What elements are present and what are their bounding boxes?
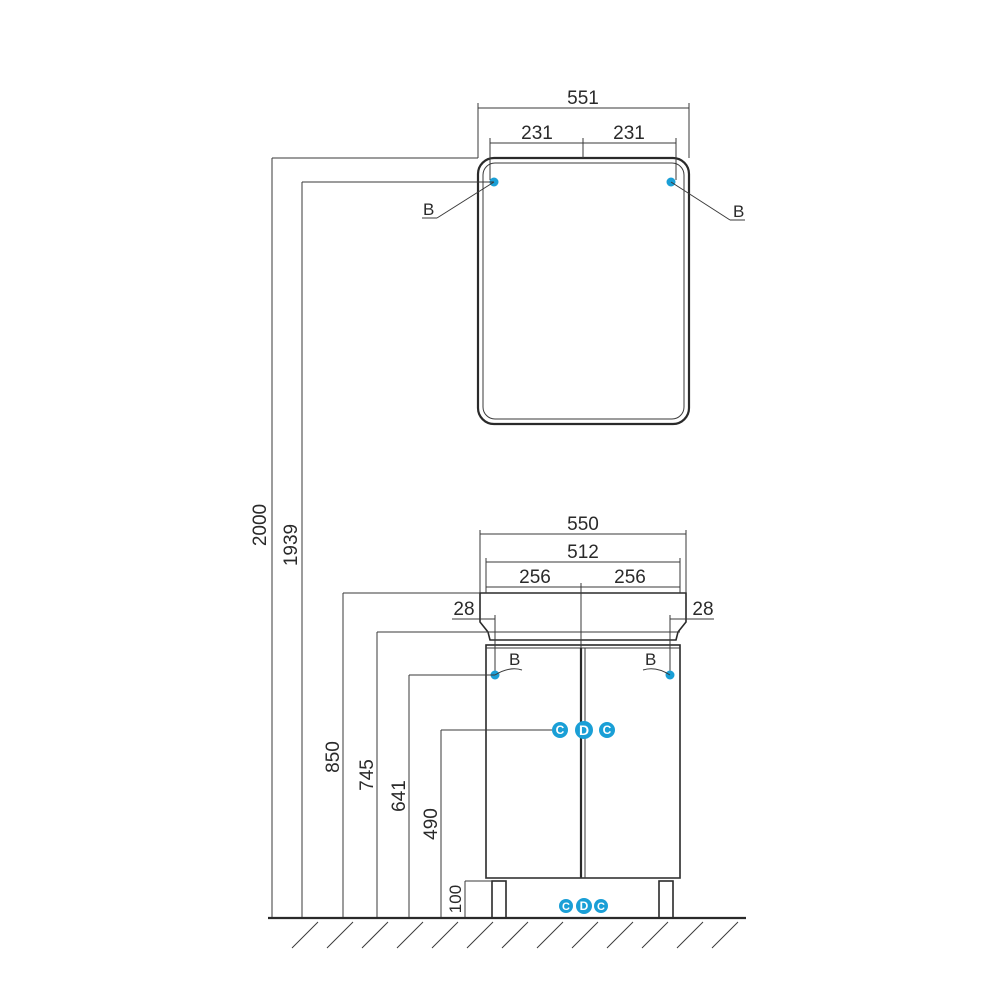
svg-text:C: C [556, 723, 565, 737]
mirror-width-label: 551 [567, 88, 599, 109]
dim-mirror-halves: 231 231 [489, 123, 677, 180]
cabinet-mount-right: B [642, 650, 675, 680]
svg-text:D: D [579, 722, 589, 738]
cabinet-half-left-label: 256 [519, 567, 551, 588]
basin-top [479, 592, 687, 641]
offset-right-label: 28 [692, 599, 713, 620]
connection-c-icon [559, 899, 573, 913]
dim-height-basin: 745 [357, 631, 486, 918]
dim-height-top: 850 [323, 592, 480, 918]
offset-left-label: 28 [453, 599, 474, 620]
mirror-mount-right: B [666, 177, 745, 221]
connection-c-icon [552, 722, 568, 738]
mirror-mount-right-label: B [733, 202, 744, 221]
dim-height-mount: 641 [389, 674, 495, 918]
mirror-half-left-label: 231 [521, 123, 553, 144]
dim-cabinet-width: 550 [479, 514, 687, 593]
leg-right [658, 880, 674, 919]
floor [268, 916, 746, 949]
connection-c-icon [599, 722, 615, 738]
height-top-label: 850 [323, 741, 344, 773]
connection-c-icon [594, 899, 608, 913]
height-connection-label: 490 [421, 808, 442, 840]
cabinet-mount-left-label: B [509, 650, 520, 669]
cabinet-inner-label: 512 [567, 542, 599, 563]
dim-cabinet-inner: 512 [485, 542, 681, 593]
connection-markers-lower: C D C [559, 898, 608, 914]
cabinet-half-right-label: 256 [614, 567, 646, 588]
height-mirror-mount-label: 1939 [281, 524, 302, 566]
mirror-frame [476, 156, 691, 426]
height-total-label: 2000 [250, 504, 271, 546]
dim-mirror-width: 551 [477, 88, 690, 158]
dim-cabinet-halves: 256 256 [486, 567, 680, 648]
dim-offset-right: 28 [669, 599, 714, 675]
svg-text:D: D [580, 899, 589, 913]
dim-height-mirror-mount: 1939 [281, 181, 494, 918]
connection-markers-upper: C D C [552, 721, 615, 739]
floor-hatching [291, 921, 739, 949]
dim-height-connection: 490 [421, 729, 552, 918]
cabinet-body [485, 644, 681, 879]
mirror-mount-left: B [422, 177, 499, 219]
mirror-half-right-label: 231 [613, 123, 645, 144]
svg-text:C: C [603, 723, 612, 737]
vanity-unit [479, 592, 687, 919]
dim-height-leg: 100 [446, 880, 492, 918]
leg-left [491, 880, 507, 919]
connection-d-icon [575, 721, 593, 739]
cabinet-width-label: 550 [567, 514, 599, 535]
cabinet-mount-right-label: B [645, 650, 656, 669]
svg-text:C: C [562, 901, 570, 913]
height-mount-label: 641 [389, 780, 410, 812]
dim-offset-left: 28 [452, 599, 496, 675]
svg-text:C: C [597, 901, 605, 913]
height-leg-label: 100 [446, 885, 465, 913]
dim-height-total: 2000 [250, 157, 478, 918]
mirror-mount-left-label: B [423, 200, 434, 219]
height-basin-label: 745 [357, 759, 378, 791]
connection-d-icon [576, 898, 592, 914]
mirror [476, 156, 691, 426]
mirror-inner-edge [482, 162, 685, 420]
